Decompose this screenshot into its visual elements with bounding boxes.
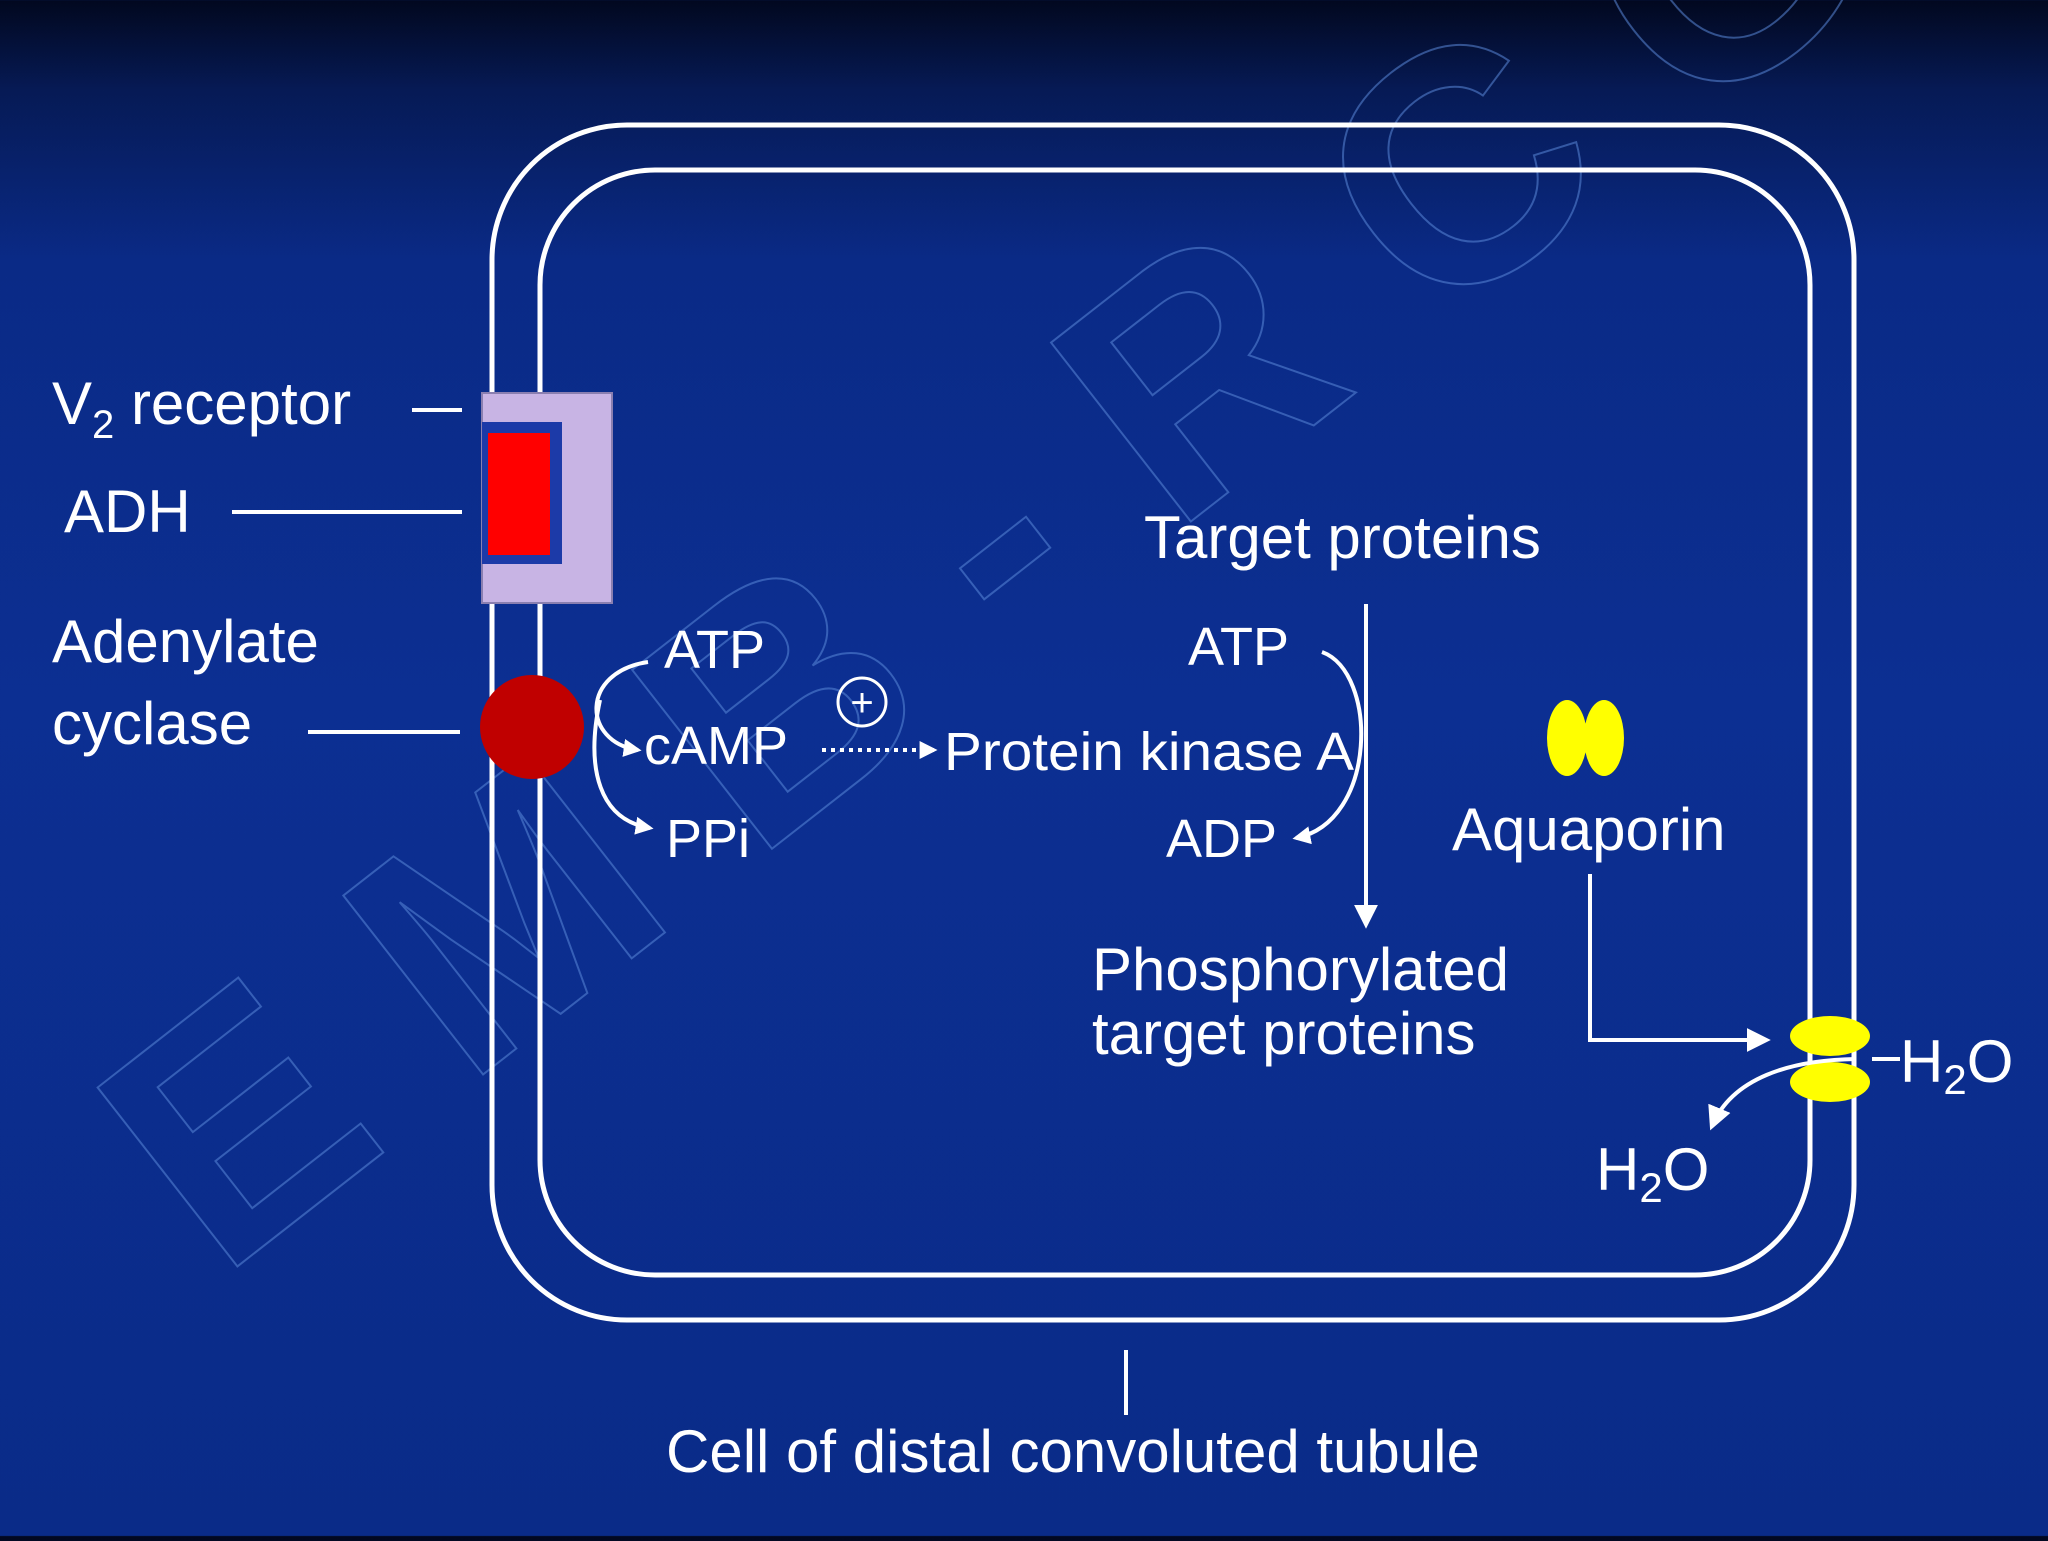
watermark: E M B - R C G (35, 0, 1940, 1336)
adh-molecule (488, 433, 550, 555)
ppi-label: PPi (666, 809, 750, 869)
plus-icon (836, 676, 888, 728)
atp-to-adp-arrow (1292, 650, 1364, 845)
water-flow-arrow (1708, 1057, 1857, 1131)
adh-label: ADH (64, 478, 191, 545)
adenylate-cyclase-enzyme (480, 675, 584, 779)
atp-left-label: ATP (664, 620, 765, 680)
aquaporin-label: Aquaporin (1452, 796, 1726, 863)
plus-sign: + (850, 681, 873, 725)
svg-text:E M B - R C G: E M B - R C G (36, 0, 1939, 1335)
atp-right-label: ATP (1188, 617, 1289, 677)
phosphorylated-label-line2: target proteins (1092, 1000, 1476, 1067)
aquaporin-icon (1547, 700, 1624, 776)
adp-label: ADP (1166, 809, 1277, 869)
phosphorylated-label-line1: Phosphorylated (1092, 936, 1509, 1003)
cell-caption: Cell of distal convoluted tubule (666, 1418, 1480, 1485)
protein-kinase-a-label: Protein kinase A (944, 722, 1354, 782)
v2-receptor-label: V2 receptor (52, 370, 351, 447)
v2-receptor-complex (481, 392, 613, 604)
h2o-outside-label: H2O (1900, 1028, 2013, 1103)
h2o-inside-label: H2O (1596, 1136, 1709, 1211)
target-proteins-label: Target proteins (1144, 504, 1541, 571)
adenylate-cyclase-label-line1: Adenylate (52, 608, 319, 675)
atp-to-camp-arrow (594, 660, 649, 757)
adenylate-cyclase-label-line2: cyclase (52, 690, 252, 757)
membrane-water-channel (1790, 1016, 1870, 1102)
atp-to-ppi-arrow (592, 699, 654, 835)
aquaporin-insertion-arrow (1588, 874, 1771, 1052)
camp-label: cAMP (644, 716, 788, 776)
